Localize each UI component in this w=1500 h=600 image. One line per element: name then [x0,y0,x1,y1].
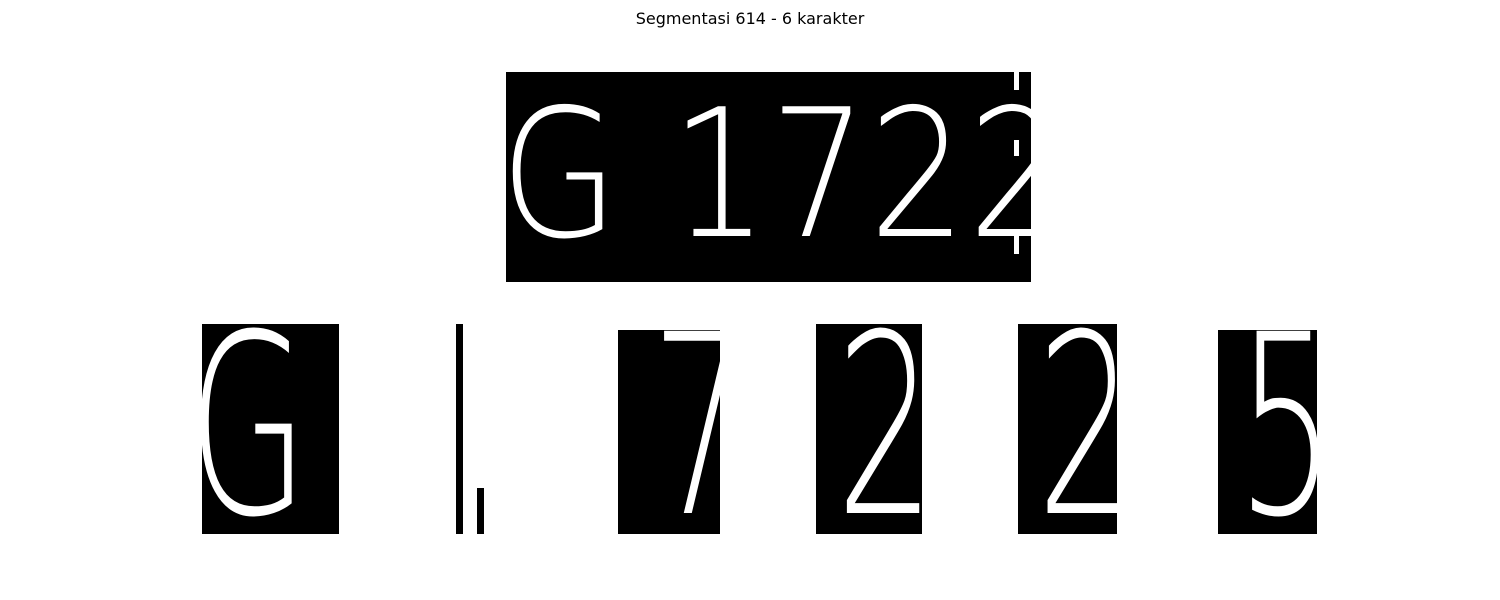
plate-edge-noise [1014,72,1019,90]
segment-stroke [456,520,463,534]
segment-glyph: 2 [1037,324,1117,534]
segment-glyph: 2 [836,324,922,534]
segment-char-4: 2 [816,324,922,534]
segment-char-6: 5 [1218,324,1317,534]
figure-title: Segmentasi 614 - 6 karakter [635,9,865,28]
segment-glyph: 5 [1237,324,1317,534]
segment-char-1: G [202,324,339,534]
plate-edge-noise [1014,236,1019,254]
segment-glyph: G [202,324,308,534]
segment-char-3: 7 [618,324,720,534]
plate-characters: G 17225 [506,72,1031,278]
segment-stroke [456,324,463,534]
segment-noise [618,324,720,330]
binarized-plate-image: G 17225 [506,72,1031,282]
segment-noise [1218,324,1317,330]
segment-char-2: 1 [456,324,484,534]
segment-char-5: 2 [1018,324,1117,534]
segment-stroke [477,488,484,534]
segment-glyph: 7 [651,324,720,534]
plate-edge-noise [1014,140,1019,156]
